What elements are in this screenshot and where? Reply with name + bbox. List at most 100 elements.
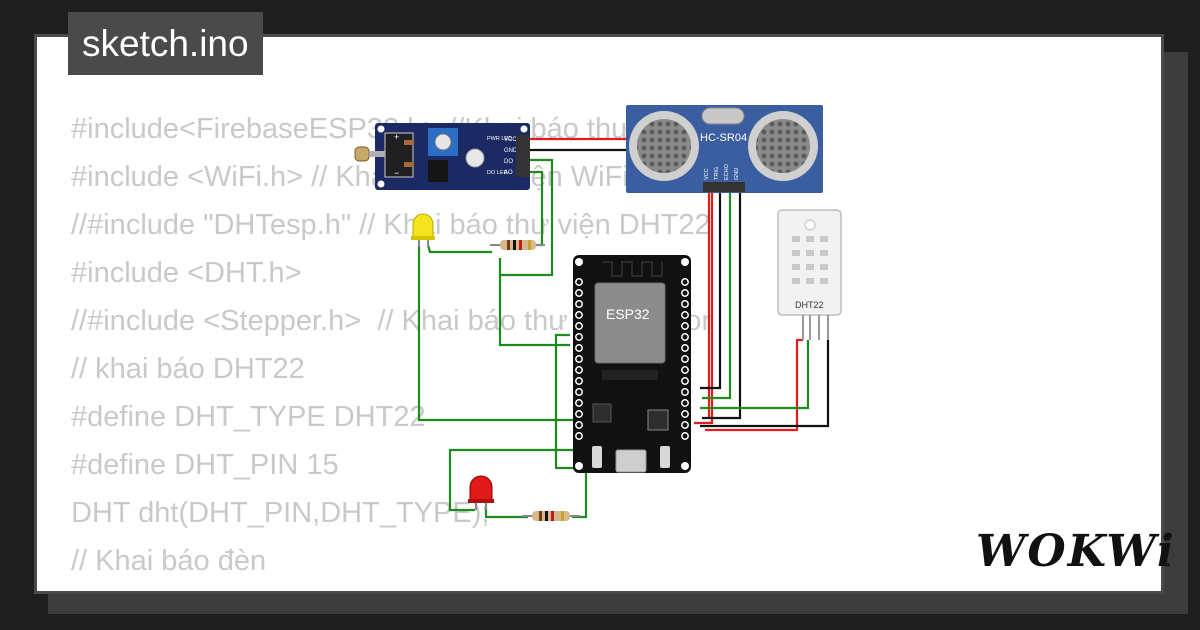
esp32-pin[interactable] [681,289,689,297]
left-pin-row [575,278,583,440]
esp32-pin[interactable] [681,322,689,330]
esp32-pin[interactable] [681,311,689,319]
ultrasonic-sensor[interactable]: HC-SR04 VCC TRIG ECHO GND [626,105,823,193]
wire-green[interactable] [498,275,570,347]
vent-slot [806,236,814,242]
red-led-bulb [469,475,493,502]
esp32-pin[interactable] [575,432,583,440]
code-line: // khai báo DHT22 [71,353,305,385]
pin-header [516,135,530,177]
red-led[interactable] [468,475,494,510]
esp32-pin[interactable] [681,355,689,363]
esp32-pin[interactable] [575,399,583,407]
esp32-pin[interactable] [681,410,689,418]
esp32-pin[interactable] [681,278,689,286]
wire-green[interactable] [702,190,732,400]
mount-hole [575,462,583,470]
pin-label-gnd: GND [504,148,518,154]
esp32-pin[interactable] [681,366,689,374]
resistor-band [551,511,554,521]
right-pin-row [681,278,689,440]
photoresistor[interactable] [354,146,370,162]
esp32-pin[interactable] [681,333,689,341]
wire-red[interactable] [528,137,714,425]
wire-green[interactable] [700,340,810,410]
resistor-yellow-led[interactable] [490,240,545,250]
mcu-label: ESP32 [606,306,650,322]
mount-hole [377,180,385,188]
pin-label-ao: AO [504,170,513,176]
wire-black[interactable] [528,148,722,390]
code-line: DHT dht(DHT_PIN,DHT_TYPE); [71,497,490,529]
esp32-pin[interactable] [575,278,583,286]
code-line: #define DHT_TYPE DHT22 [71,401,426,433]
esp32-pin[interactable] [575,311,583,319]
esp32-pin[interactable] [681,377,689,385]
pin-label-trig: TRIG [714,167,720,180]
esp32-pin[interactable] [575,388,583,396]
wire-black[interactable] [702,190,742,420]
dht22-sensor[interactable]: DHT22 [777,209,842,340]
indicator-led [465,148,485,168]
pwr-led-label: PWR LED [487,136,512,142]
vent-slot [792,278,800,284]
wokwi-logo: WOKWi [976,526,1176,577]
esp32-pin[interactable] [575,355,583,363]
esp32-pin[interactable] [575,421,583,429]
vent-slot [806,264,814,270]
yellow-led[interactable] [411,213,435,247]
file-title: sketch.ino [68,12,263,75]
ldr-module[interactable]: + − PWR LED DO LED VCC GND DO AO [354,123,530,190]
pin-header [703,182,745,192]
vent-slot [820,264,828,270]
esp32-pin[interactable] [681,399,689,407]
wire-green[interactable] [528,170,544,247]
esp32-pin[interactable] [575,410,583,418]
reset-button[interactable] [660,446,670,468]
esp32-pin[interactable] [575,377,583,385]
mount-hole [681,258,689,266]
esp32-pin[interactable] [681,432,689,440]
pin-label-vcc: VCC [704,168,710,180]
wire-green[interactable] [498,158,554,277]
dht22-label: DHT22 [795,300,824,310]
esp32-pin[interactable] [575,333,583,341]
usb-chip [647,409,669,431]
transducer-right [756,119,810,173]
esp32-pin[interactable] [681,421,689,429]
mount-hole [804,219,816,231]
usb-port[interactable] [615,449,647,473]
esp32-board[interactable]: ESP32 [573,255,691,473]
yellow-led-bulb [412,213,434,239]
mount-hole [681,462,689,470]
brand-text: WOKWi [976,526,1176,577]
wire-black[interactable] [700,340,830,428]
code-line: #include <DHT.h> [71,257,302,289]
resistor-band [561,511,564,521]
mount-hole [520,125,528,133]
vent-slot [806,278,814,284]
esp32-pin[interactable] [575,289,583,297]
esp32-pin[interactable] [575,300,583,308]
esp32-pin[interactable] [575,344,583,352]
wire-green[interactable] [426,244,492,254]
potentiometer-knob[interactable] [434,133,452,151]
photoresistor-leg [369,151,385,157]
wire-green[interactable] [417,245,578,422]
comparator-chip [428,160,448,182]
vent-slot [820,236,828,242]
esp32-pin[interactable] [681,388,689,396]
ultrasonic-label: HC-SR04 [700,132,747,144]
esp32-pin[interactable] [575,322,583,330]
resistor-red-led[interactable] [522,511,580,521]
esp32-pin[interactable] [575,366,583,374]
vent-slot [820,278,828,284]
vent-slot [820,250,828,256]
esp32-pin[interactable] [681,344,689,352]
resistor-band [507,240,510,250]
boot-button[interactable] [592,446,602,468]
wire-green[interactable] [554,333,580,470]
esp32-pin[interactable] [681,300,689,308]
wire-red[interactable] [705,338,803,432]
